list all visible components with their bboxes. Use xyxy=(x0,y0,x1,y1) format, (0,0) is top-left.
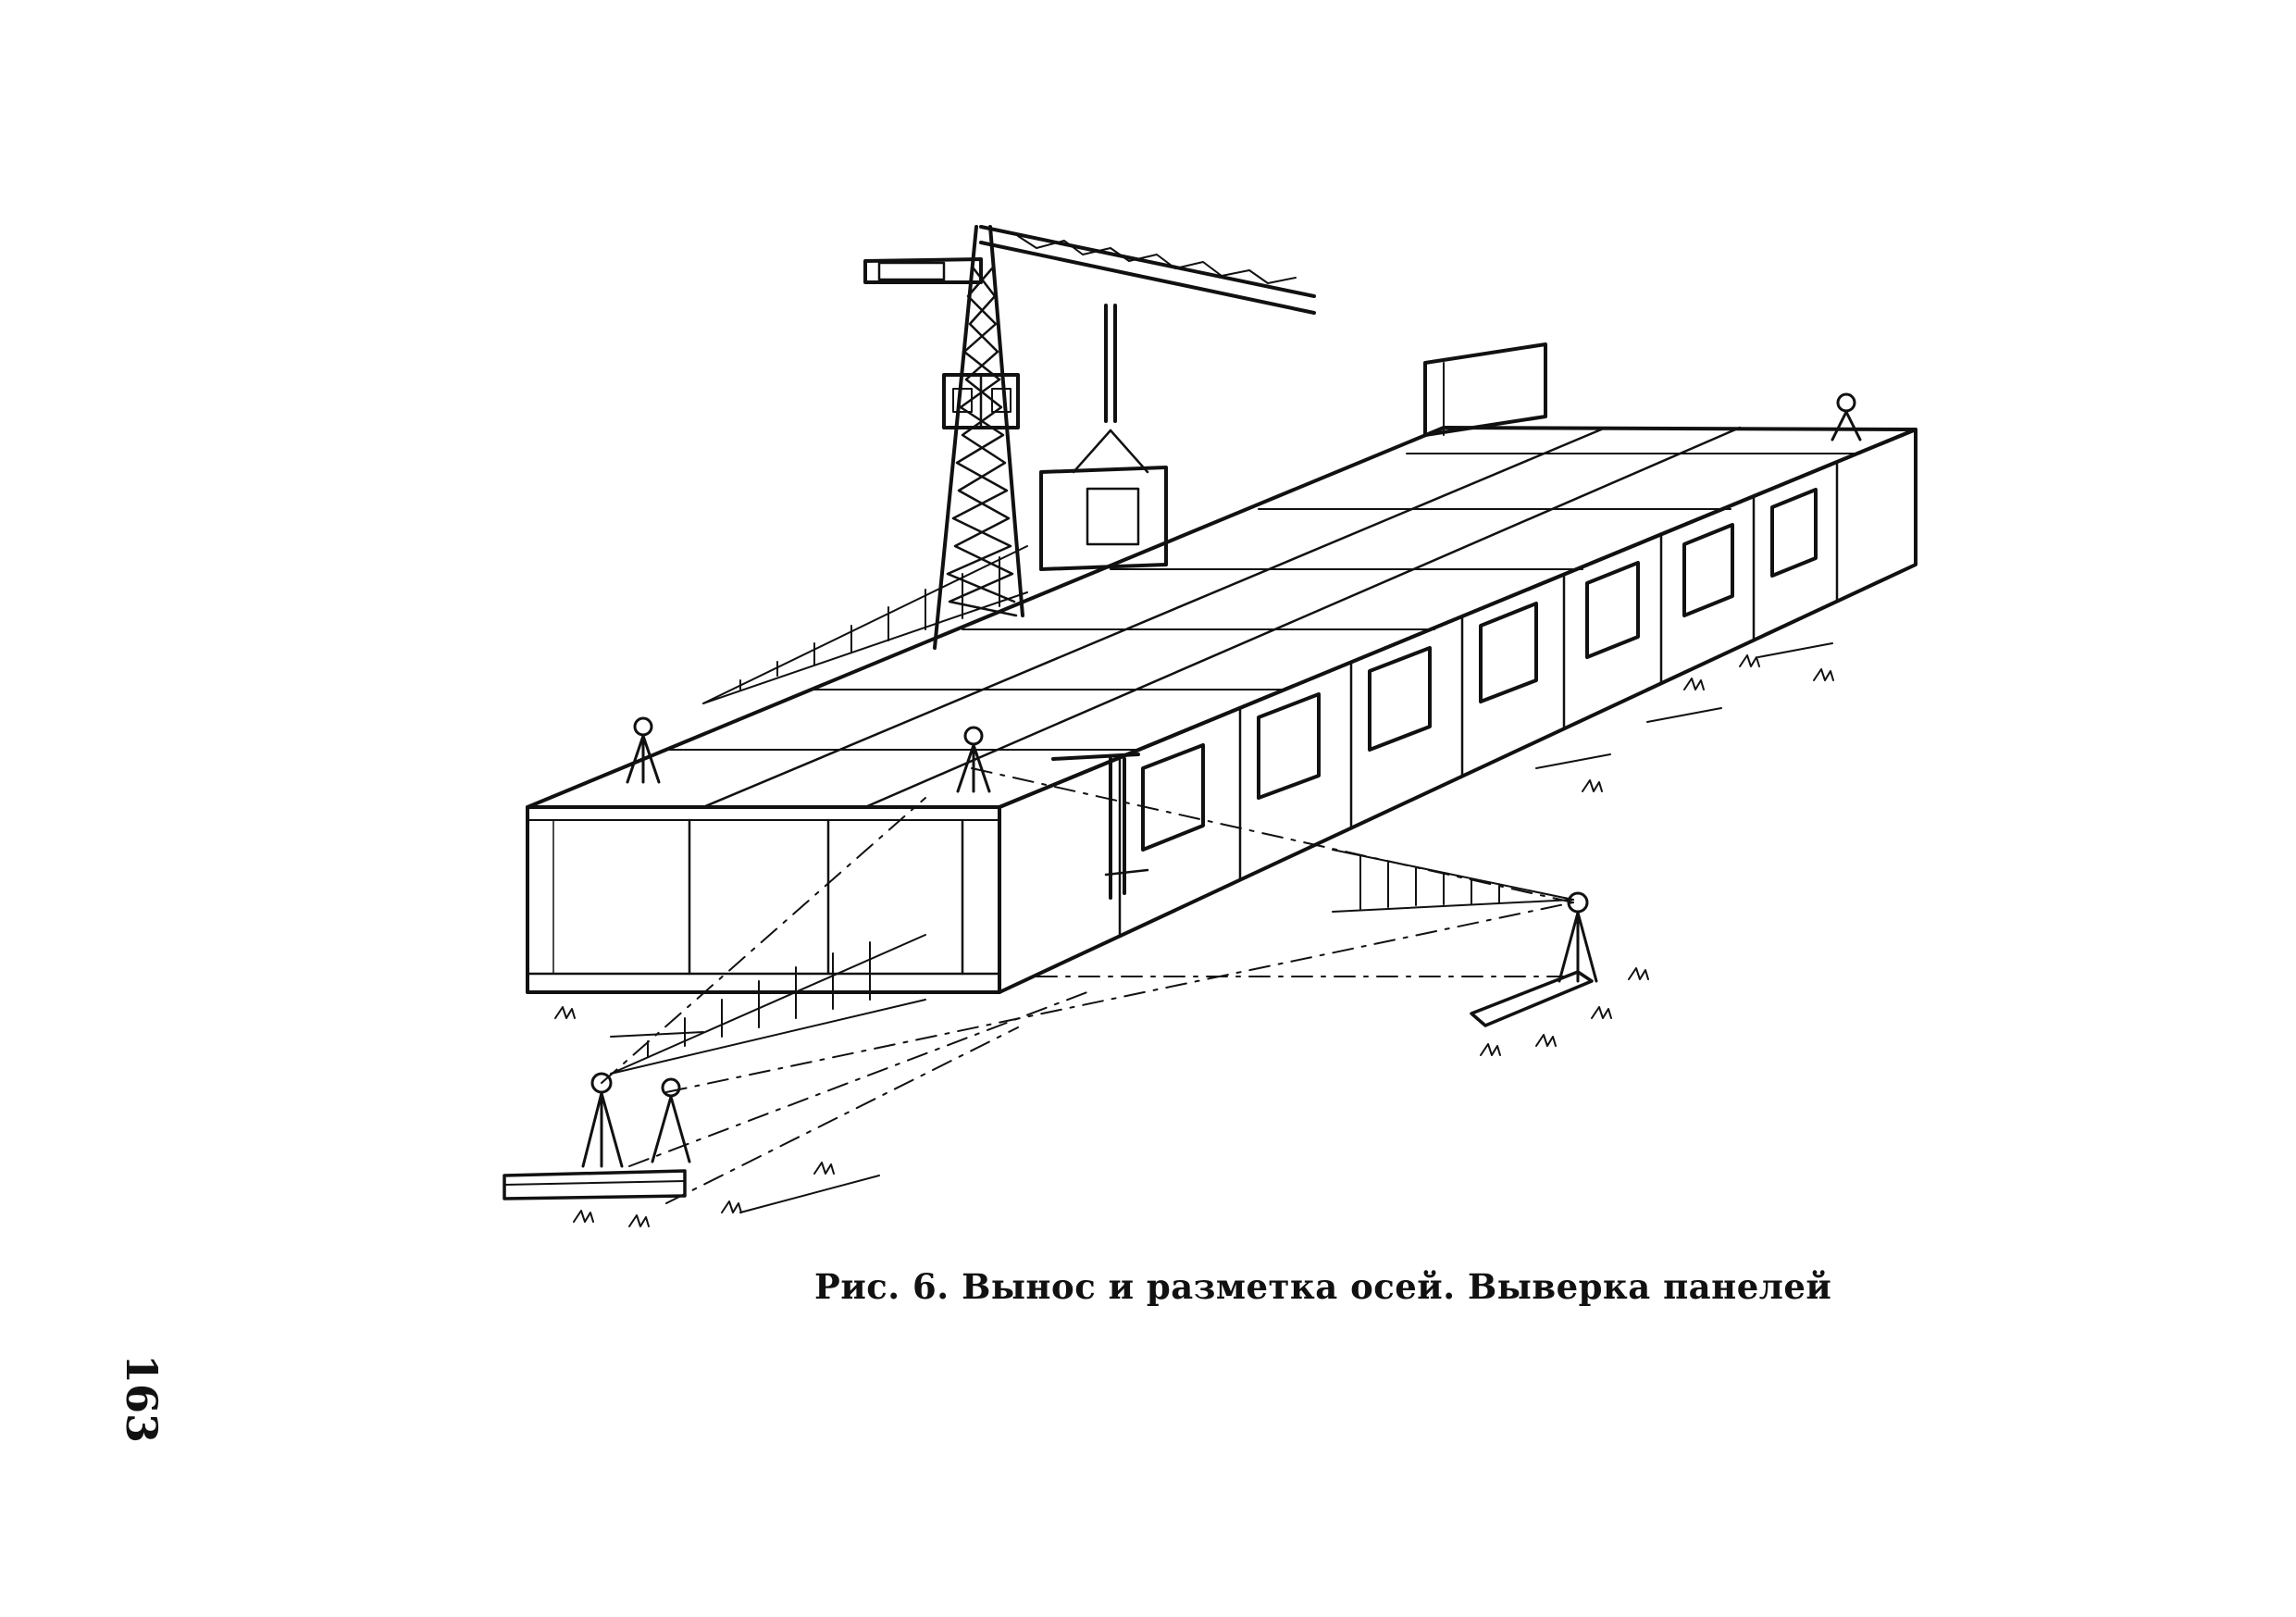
aligning-panel-brace xyxy=(1051,753,1149,900)
theodolite-front-roof xyxy=(956,726,991,793)
sight-lines xyxy=(601,767,1574,1204)
building-front-face xyxy=(526,805,1001,994)
grass-tufts xyxy=(554,642,1834,1227)
building-side-wall xyxy=(998,428,1917,994)
building-roof-slab xyxy=(526,426,1917,809)
theodolite-left-roof xyxy=(626,716,661,784)
page-number: 163 xyxy=(117,1354,167,1444)
tower-crane xyxy=(863,225,1316,650)
figure-caption: Рис. 6. Вынос и разметка осей. Выверка п… xyxy=(814,1266,1832,1307)
sight-hatching xyxy=(610,545,1574,1075)
window-openings xyxy=(1141,488,1818,852)
far-wall-panel xyxy=(1423,342,1547,437)
theodolite-left-ground xyxy=(503,1072,691,1200)
theodolite-right-ground xyxy=(1470,891,1598,1027)
theodolite-far-roof xyxy=(1831,392,1862,442)
